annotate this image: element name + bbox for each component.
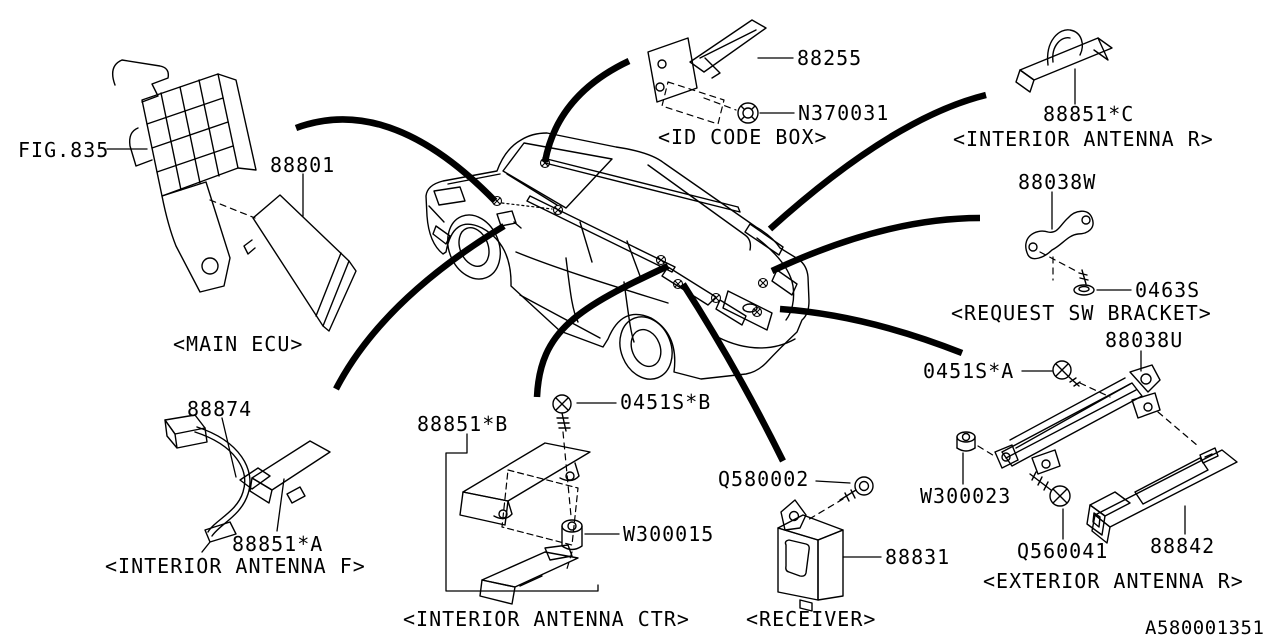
arc-request-sw-bracket [770,214,981,274]
label-part-88801: 88801 [270,153,336,177]
document-number: A580001351 [1145,617,1265,639]
caption-interior-antenna-ctr: <INTERIOR ANTENNA CTR> [403,607,690,631]
label-part-88038u: 88038U [1105,328,1184,352]
label-part-q580002: Q580002 [718,467,810,491]
arc-main-ecu [294,116,498,204]
caption-request-sw-bracket: <REQUEST SW BRACKET> [951,301,1212,325]
part-main-ecu-unit [243,194,357,332]
part-id-code-box-bracket [647,19,767,103]
caption-main-ecu: <MAIN ECU> [173,332,304,356]
part-request-sw-screw [1073,269,1095,296]
label-part-88842: 88842 [1150,534,1216,558]
label-part-88831: 88831 [885,545,951,569]
label-part-0451sb: 0451S*B [620,390,712,414]
label-part-q560041: Q560041 [1017,539,1109,563]
part-main-ecu-bracket [112,59,257,293]
arc-interior-antenna-f [333,223,506,391]
label-part-88038w: 88038W [1018,170,1097,194]
label-part-88851c: 88851*C [1043,102,1135,126]
arc-interior-antenna-r [767,91,987,232]
arc-id-code-box [541,58,631,163]
arc-interior-antenna-ctr [533,263,670,398]
part-exterior-antenna-bracket [994,364,1161,475]
mount-point-markers [491,157,769,318]
part-ctr-screw [552,394,572,432]
label-part-88851b: 88851*B [417,412,509,436]
arc-receiver [680,282,786,463]
caption-receiver: <RECEIVER> [746,607,877,631]
label-part-w300023: W300023 [920,484,1012,508]
label-part-w300015: W300015 [623,522,715,546]
caption-exterior-antenna-r: <EXTERIOR ANTENNA R> [983,569,1244,593]
assembly-dashed-lines [209,81,1199,573]
label-part-0463s: 0463S [1135,278,1201,302]
part-ctr-spacer [561,519,583,551]
leader-arcs [294,58,987,463]
part-exterior-antenna-screw-b [1029,471,1071,507]
arc-exterior-antenna-r [779,305,964,357]
label-part-n370031: N370031 [798,101,890,125]
part-interior-antenna-ctr-lower [479,544,579,605]
label-part-88255: 88255 [797,46,863,70]
part-exterior-antenna-nut [956,431,976,452]
car-illustration [425,132,810,380]
caption-id-code-box: <ID CODE BOX> [658,125,828,149]
part-request-sw-bracket [1025,210,1094,260]
part-cord-88874 [164,414,251,553]
caption-interior-antenna-f: <INTERIOR ANTENNA F> [105,554,366,578]
caption-interior-antenna-r: <INTERIOR ANTENNA R> [953,127,1214,151]
label-part-0451sa: 0451S*A [923,359,1015,383]
part-interior-antenna-f [239,440,331,504]
leader-lines [106,57,1186,592]
part-exterior-antenna-screw-a [1052,360,1081,387]
part-id-code-box-nut [737,102,759,124]
part-receiver [777,499,844,612]
label-fig-ref: FIG.835 [18,138,110,162]
part-receiver-bolt [839,476,874,502]
part-interior-antenna-ctr-upper [459,442,591,546]
label-part-88851a: 88851*A [232,532,324,556]
label-part-88874: 88874 [187,397,253,421]
part-exterior-antenna-module [1086,447,1238,544]
part-interior-antenna-r [1015,29,1113,93]
